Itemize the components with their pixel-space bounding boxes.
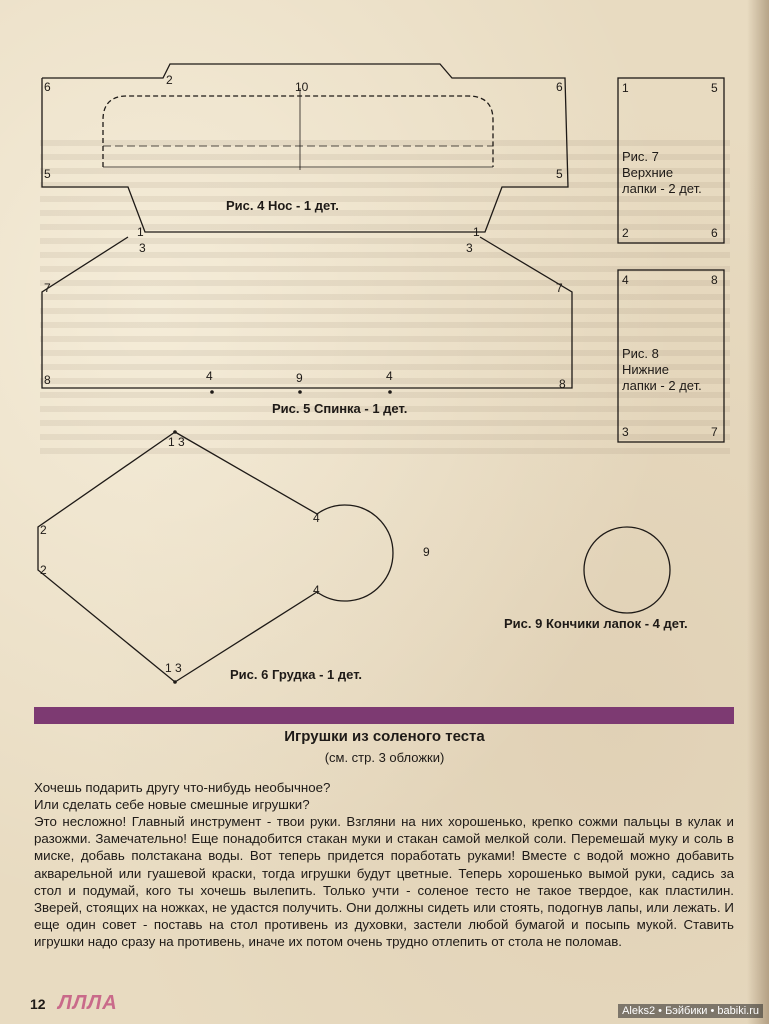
chest-point-label: 2 [40,563,47,577]
magazine-logo: ЛЛЛА [58,992,118,1014]
nose-seam-allowance [102,95,494,167]
upper-paws-caption-line: Рис. 7 [622,149,659,164]
nose-point-label: 1 [473,225,480,239]
section-divider-band [34,707,734,724]
nose-point-label: 6 [556,80,563,94]
source-watermark: Aleks2 • Бэйбики • babiki.ru [618,1004,763,1018]
page-number: 12 [30,996,46,1012]
back-point-label: 8 [44,373,51,387]
chest-pattern-outline [37,431,394,683]
nose-point-label: 3 [466,241,473,255]
article-title: Игрушки из соленого теста [284,728,485,745]
lower-paw-point-label: 7 [711,425,718,439]
lower-paw-point-label: 4 [622,273,629,287]
nose-caption: Рис. 4 Нос - 1 дет. [226,198,339,213]
paw-tip-pattern [583,526,671,614]
pattern-point-markers [173,390,392,684]
upper-paws-caption-line: Верхние [622,165,674,180]
paw-tips-caption: Рис. 9 Кончики лапок - 4 дет. [504,616,688,631]
chest-point-label: 4 [313,511,320,525]
upper-paws-caption-line: лапки - 2 дет. [622,181,702,196]
lower-paw-point-label: 3 [622,425,629,439]
article-body: Это несложно! Главный инструмент - твои … [34,814,734,950]
nose-point-label: 5 [44,167,51,181]
article-subtitle: (см. стр. 3 обложки) [324,750,445,765]
chest-point-label: 9 [423,545,430,559]
back-point-label: 9 [296,371,303,385]
upper-paw-point-label: 6 [711,226,718,240]
chest-point-label: 4 [313,583,320,597]
lower-paws-caption-line: Нижние [622,362,670,377]
nose-point-label: 1 [137,225,144,239]
back-point-label: 7 [556,281,563,295]
article-lead-line: Хочешь подарить другу что-нибудь необычн… [34,780,331,795]
chest-point-label: 1 3 [165,661,182,675]
lower-paw-point-label: 8 [711,273,718,287]
nose-point-label: 6 [44,80,51,94]
lower-paws-caption-line: Рис. 8 [622,346,659,361]
upper-paw-point-label: 2 [622,226,629,240]
lower-paw-pattern [617,269,725,443]
lower-paws-caption: Рис. 8 Нижние лапки - 2 дет. [622,346,702,394]
nose-point-label: 2 [166,73,173,87]
upper-paw-point-label: 1 [622,81,629,95]
back-point-label: 8 [559,377,566,391]
sewing-patterns: 6 2 10 6 5 5 1 3 1 3 Рис. 4 Нос - 1 дет.… [37,63,725,684]
back-caption: Рис. 5 Спинка - 1 дет. [272,401,407,416]
back-pattern-outline [41,236,573,389]
chest-caption: Рис. 6 Грудка - 1 дет. [230,667,362,682]
upper-paw-pattern [617,77,725,244]
article-lead-line: Или сделать себе новые смешные игрушки? [34,797,310,812]
nose-point-label: 10 [295,80,309,94]
nose-point-label: 3 [139,241,146,255]
bleed-through-texture [40,140,730,460]
upper-paw-point-label: 5 [711,81,718,95]
back-point-label: 4 [386,369,393,383]
article-lead: Хочешь подарить другу что-нибудь необычн… [34,779,734,813]
nose-pattern-outline [41,63,569,233]
chest-point-label: 1 3 [168,435,185,449]
lower-paws-caption-line: лапки - 2 дет. [622,378,702,393]
page-spine-shadow [747,0,769,1024]
back-point-label: 7 [44,281,51,295]
chest-point-label: 2 [40,523,47,537]
nose-point-label: 5 [556,167,563,181]
upper-paws-caption: Рис. 7 Верхние лапки - 2 дет. [622,149,702,197]
back-point-label: 4 [206,369,213,383]
